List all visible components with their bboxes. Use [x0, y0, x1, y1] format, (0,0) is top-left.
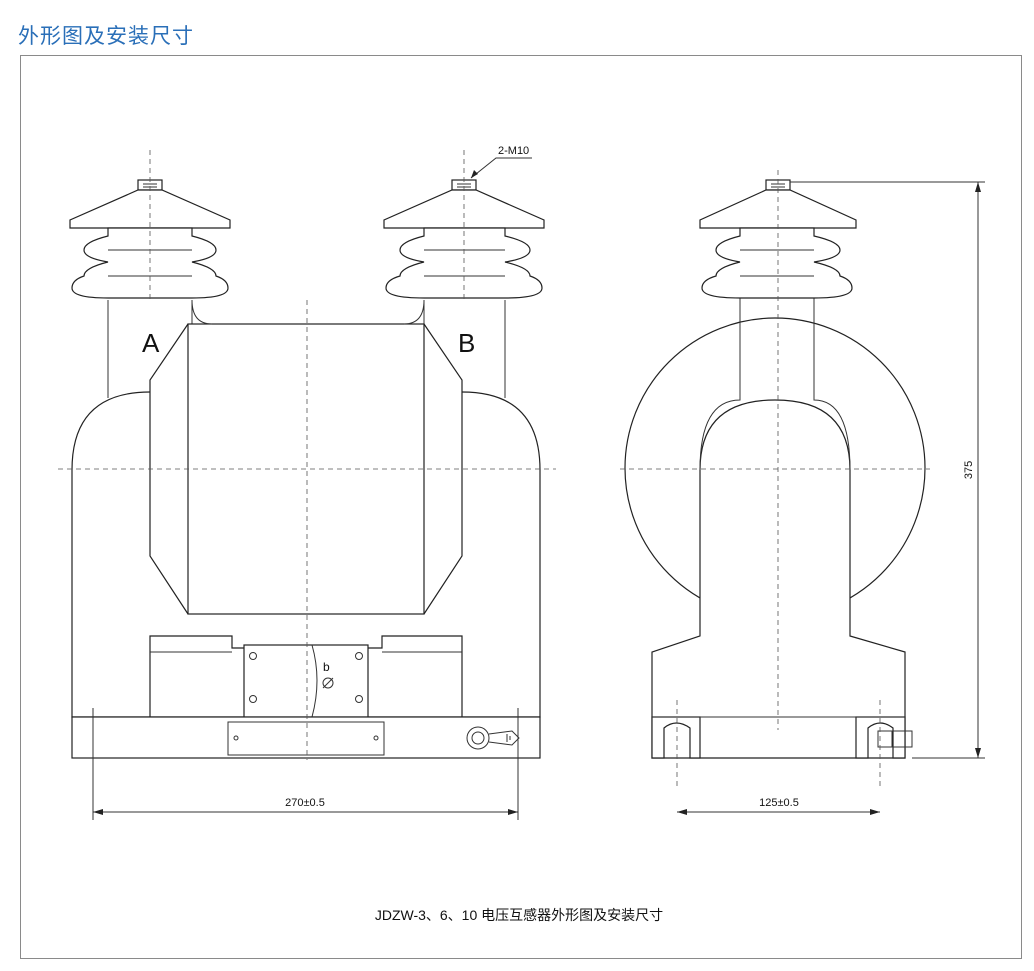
screw-icon	[355, 695, 363, 703]
screw-icon	[249, 652, 257, 660]
neck-curves	[191, 299, 425, 325]
thread-spec-label: 2-M10	[498, 145, 529, 157]
earth-bolt-icon	[466, 726, 490, 750]
side-center-lines	[620, 170, 930, 790]
height-dimension-label: 375	[963, 461, 975, 479]
ground-symbol-icon	[506, 734, 511, 742]
thread-leader	[470, 157, 532, 179]
depth-dimension-label: 125±0.5	[759, 797, 799, 809]
side-earth-bolt-icon	[877, 730, 893, 748]
terminal-box-cover-edge	[311, 644, 318, 718]
phase-a-label: A	[142, 328, 160, 358]
width-dimension-line	[92, 708, 519, 820]
side-foot-right	[855, 716, 906, 759]
terminal-box	[243, 644, 369, 718]
nameplate	[227, 721, 385, 756]
screw-icon	[355, 652, 363, 660]
center-lines	[58, 150, 556, 760]
insulator-stem-lines	[107, 300, 506, 398]
side-view: 125±0.5 375	[620, 170, 985, 815]
front-view: b A B 2-M	[58, 145, 556, 820]
phase-b-label: B	[458, 328, 475, 358]
screw-icon	[249, 695, 257, 703]
core-coil-right	[423, 323, 463, 615]
side-foot-left	[651, 716, 701, 759]
plate-mark: b	[323, 660, 330, 674]
earth-lug	[488, 730, 520, 746]
page-title: 外形图及安装尺寸	[18, 24, 194, 48]
base-plate	[71, 716, 541, 759]
height-dimension-line	[790, 181, 985, 759]
drawing-caption: JDZW-3、6、10 电压互感器外形图及安装尺寸	[375, 907, 663, 923]
width-dimension-label: 270±0.5	[285, 797, 325, 809]
drawing-frame	[20, 55, 1022, 959]
side-neck-lines	[699, 298, 851, 471]
terminal-screw-icon	[322, 677, 334, 689]
